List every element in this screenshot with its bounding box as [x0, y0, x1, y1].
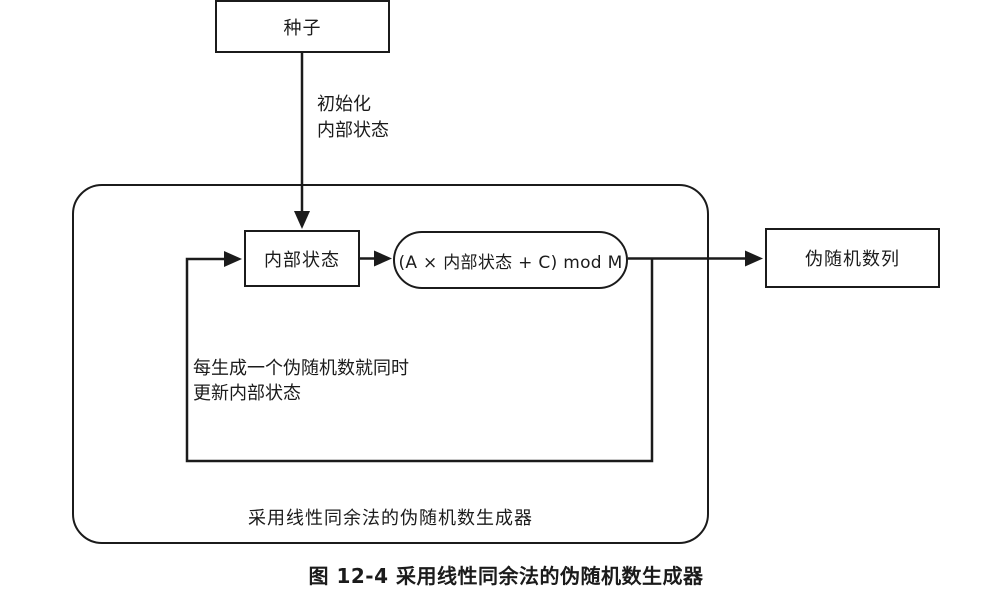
generator-boundary-label: 采用线性同余法的伪随机数生成器 [248, 508, 533, 529]
generator-boundary-frame [72, 184, 709, 544]
output-node: 伪随机数列 [765, 228, 940, 288]
seed-node-label: 种子 [283, 17, 322, 39]
formula-node-label: (A × 内部状态 + C) mod M [398, 252, 623, 273]
init-arrow-annotation: 初始化 内部状态 [317, 94, 389, 141]
figure-caption: 图 12-4 采用线性同余法的伪随机数生成器 [308, 564, 704, 588]
internal-state-node-label: 内部状态 [264, 249, 340, 271]
internal-state-node: 内部状态 [244, 230, 360, 287]
update-state-note: 每生成一个伪随机数就同时 更新内部状态 [193, 358, 409, 404]
output-node-label: 伪随机数列 [805, 249, 900, 270]
seed-node: 种子 [215, 0, 390, 53]
formula-node: (A × 内部状态 + C) mod M [393, 231, 628, 289]
